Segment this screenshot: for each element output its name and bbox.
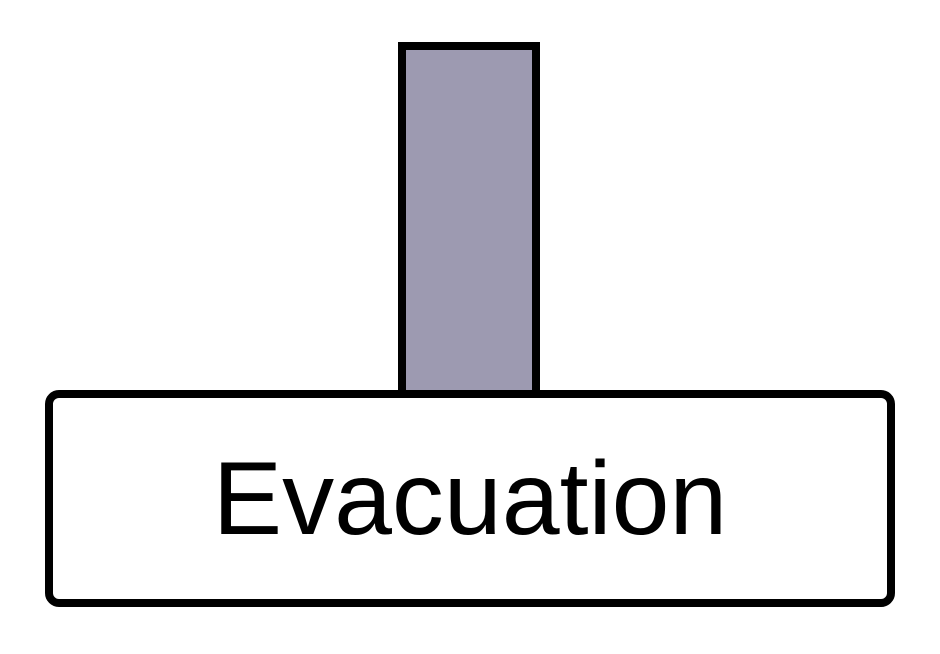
evacuation-node: Evacuation (45, 390, 895, 607)
connector-bar (398, 42, 540, 398)
node-label: Evacuation (212, 440, 728, 557)
